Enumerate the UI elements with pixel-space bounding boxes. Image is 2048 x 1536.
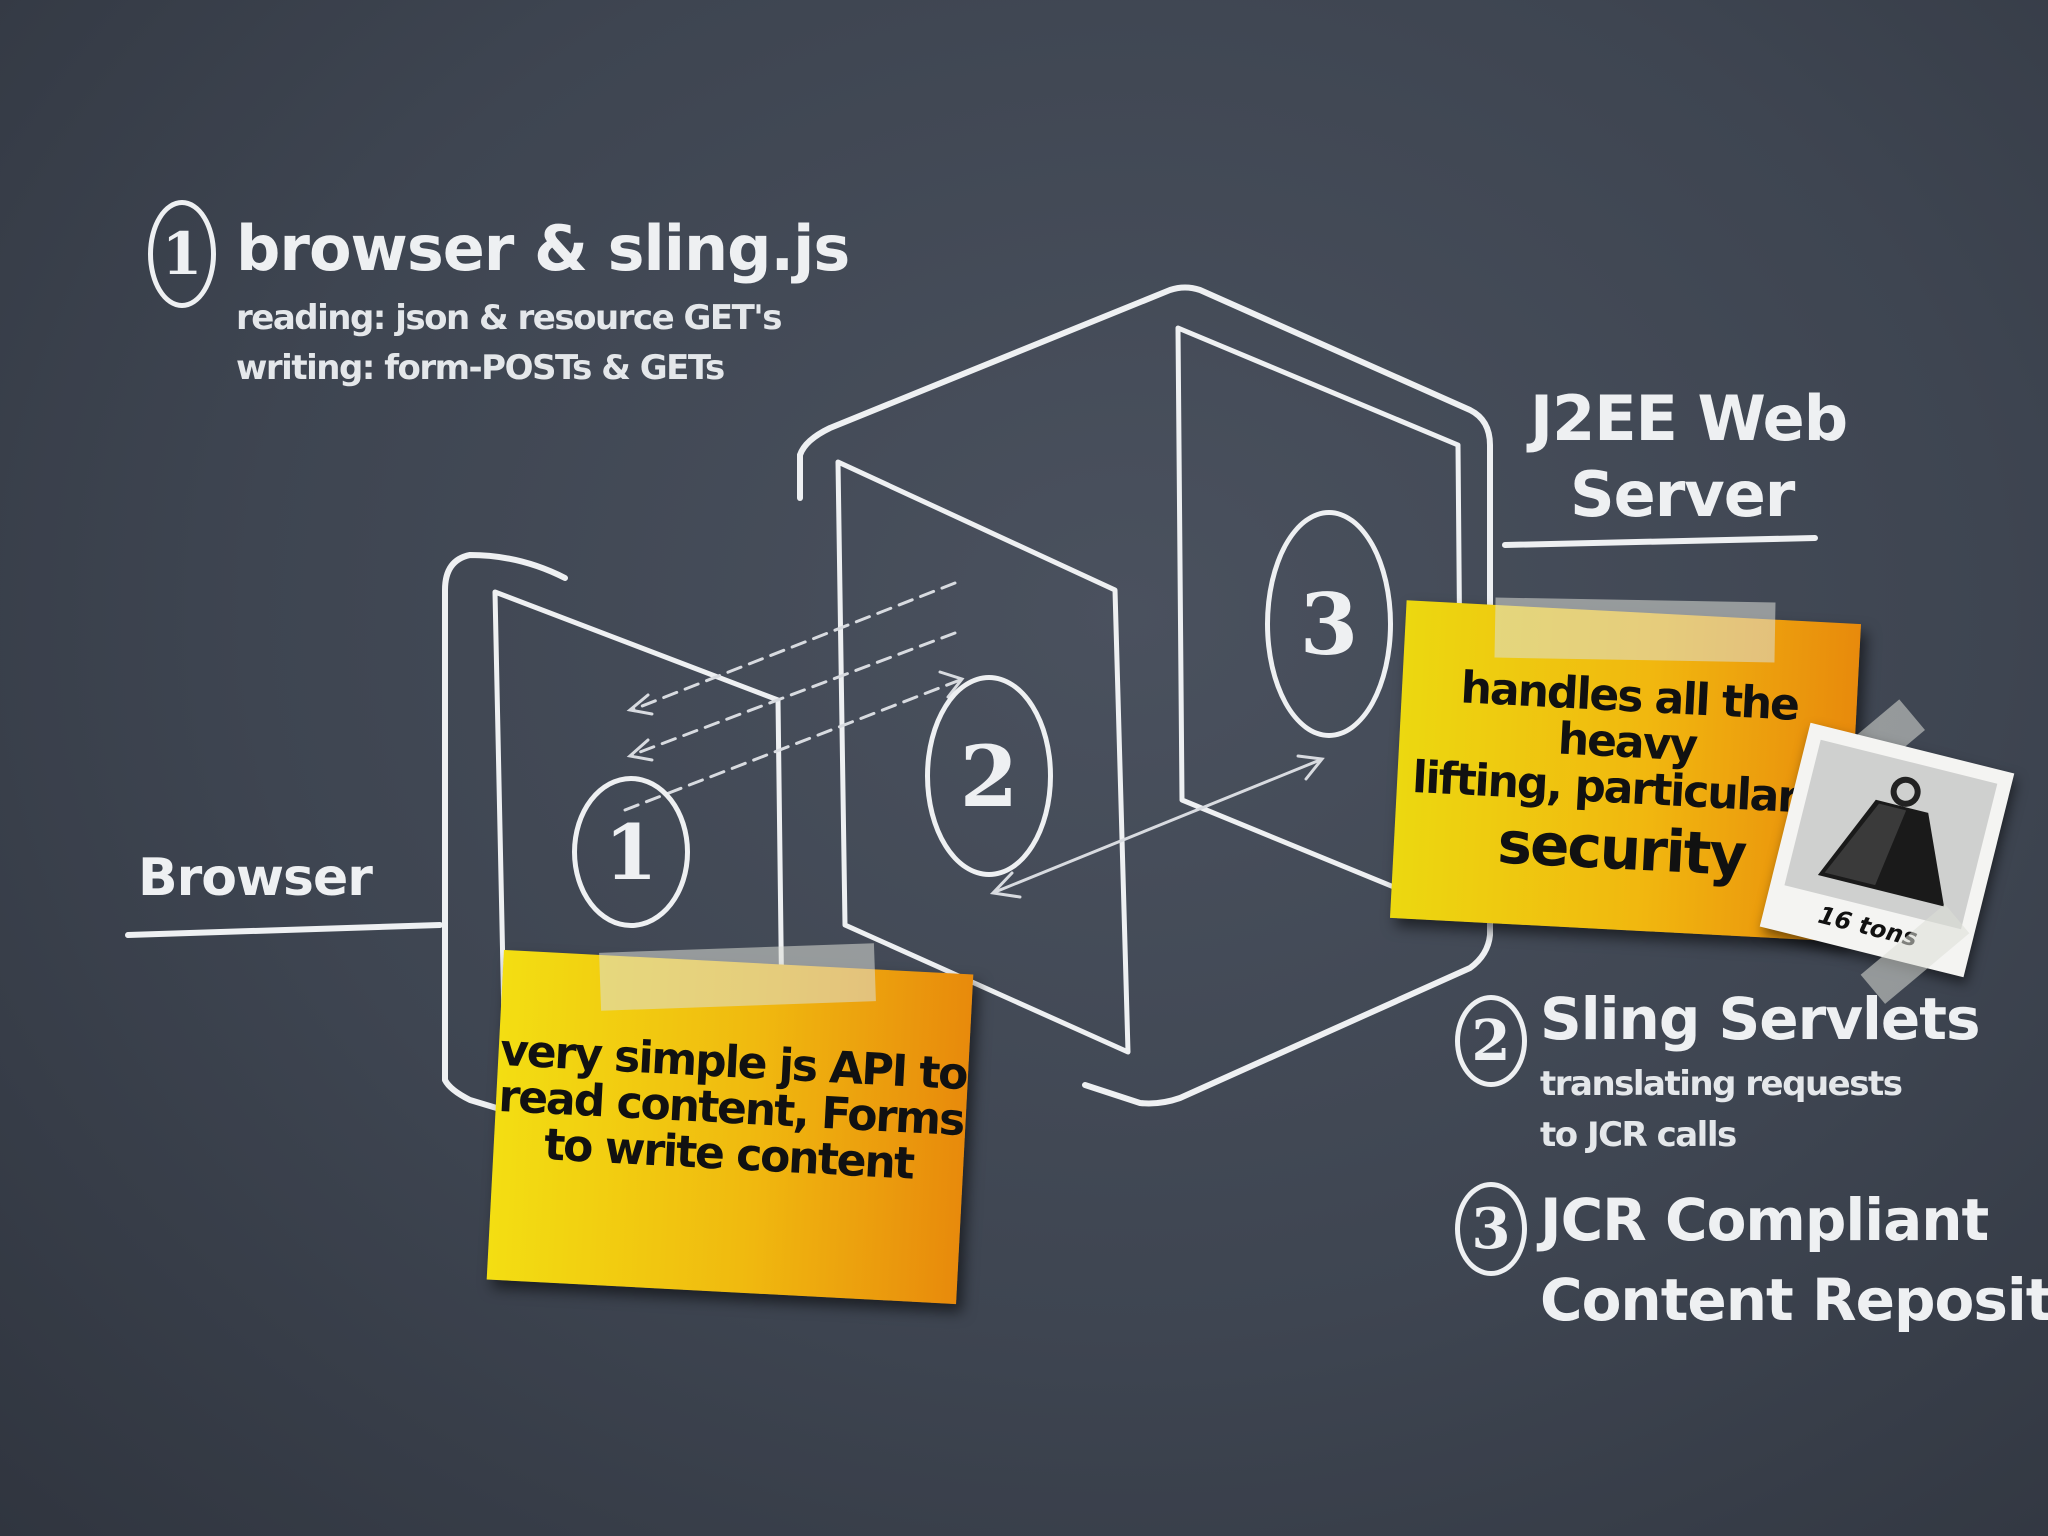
legend-three-line-1: Content Repository [1540, 1266, 2048, 1334]
server-label-line-2: Server [1570, 458, 1795, 531]
legend-two-badge: 2 [1455, 995, 1527, 1087]
double-arrow-head-a [989, 871, 1022, 899]
legend-three-title: JCR Compliant [1540, 1186, 1989, 1254]
layer-one-circle: 1 [572, 776, 690, 928]
plane-two [835, 459, 1131, 1055]
legend-two-line-2: to JCR calls [1540, 1115, 1737, 1155]
legend-one-badge: 1 [148, 200, 216, 308]
arrowhead-1 [626, 693, 654, 716]
server-outline [797, 284, 1493, 1107]
legend-three-number: 3 [1471, 1196, 1511, 1262]
double-arrow-head-b [1296, 754, 1325, 781]
legend-one-line-1: reading: json & resource GET's [236, 298, 782, 338]
weight-icon [1817, 776, 1945, 907]
layer-three-circle: 3 [1265, 510, 1393, 738]
layer-three-number: 3 [1299, 574, 1359, 674]
legend-one-line-2: writing: form-POSTs & GETs [236, 348, 725, 388]
layer-one-number: 1 [604, 807, 658, 897]
layer-two-circle: 2 [925, 675, 1053, 877]
legend-three-badge: 3 [1455, 1182, 1527, 1276]
dashed-arrow-3 [623, 678, 962, 812]
browser-outline [442, 552, 568, 1118]
dashed-arrow-2 [630, 631, 957, 757]
legend-two-number: 2 [1471, 1008, 1511, 1074]
polaroid-photo [1784, 739, 1998, 930]
legend-two-line-1: translating requests [1540, 1064, 1903, 1104]
server-label-line-1: J2EE Web [1530, 382, 1848, 455]
browser-label: Browser [138, 848, 373, 908]
weight-polaroid: 16 tons [1759, 722, 2015, 978]
server-leader-line [1502, 535, 1818, 548]
dashed-arrow-1 [630, 581, 957, 712]
server-note-tape [1494, 597, 1776, 663]
browser-leader-line [125, 922, 443, 938]
arrowhead-2 [626, 738, 654, 762]
layer-two-number: 2 [959, 726, 1019, 826]
browser-note-tape [599, 943, 876, 1011]
double-arrow [993, 758, 1322, 894]
legend-two-title: Sling Servlets [1540, 985, 1981, 1053]
legend-one-title: browser & sling.js [236, 212, 850, 285]
legend-one-number: 1 [161, 220, 203, 288]
